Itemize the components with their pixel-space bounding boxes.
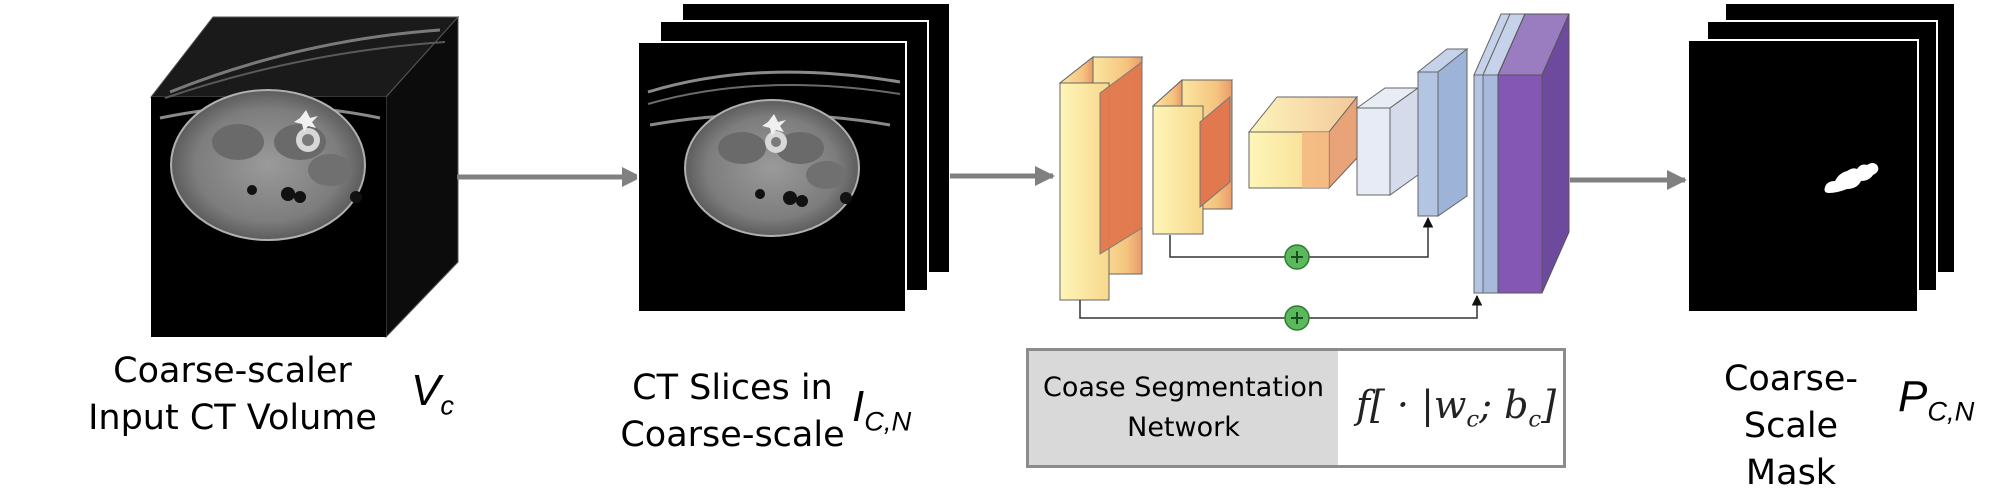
encoder-block-1 <box>1058 55 1144 302</box>
skip-connection-lower <box>1079 294 1483 331</box>
ct-volume-cube <box>149 15 460 339</box>
network-label-box: Coase Segmentation Network f[ · |wc; bc] <box>1026 348 1566 468</box>
slices-label: CT Slices in Coarse-scale <box>620 368 845 455</box>
mask-label: Coarse-Scale Mask <box>1723 359 1859 493</box>
mask-stack <box>1687 2 1956 313</box>
mask-region <box>1824 163 1879 193</box>
pipeline-diagram <box>149 2 1956 339</box>
slices-symbol: IC,N <box>852 382 912 437</box>
network-name: Coase Segmentation Network <box>1029 351 1338 465</box>
segmentation-network-blocks <box>1058 13 1570 302</box>
decoder-block-2 <box>1473 13 1570 294</box>
input-volume-symbol: Vc <box>411 366 454 421</box>
encoder-block-2 <box>1151 78 1234 236</box>
encoder-block-3 <box>1247 95 1359 190</box>
bottleneck-block <box>1355 87 1420 196</box>
ct-slice-stack <box>637 2 951 313</box>
skip-connection-upper <box>1169 216 1434 270</box>
network-formula: f[ · |wc; bc] <box>1355 383 1557 433</box>
input-volume-label: Coarse-scaler Input CT Volume <box>88 351 377 438</box>
decoder-block-1 <box>1416 47 1469 217</box>
mask-symbol: PC,N <box>1898 372 1975 427</box>
